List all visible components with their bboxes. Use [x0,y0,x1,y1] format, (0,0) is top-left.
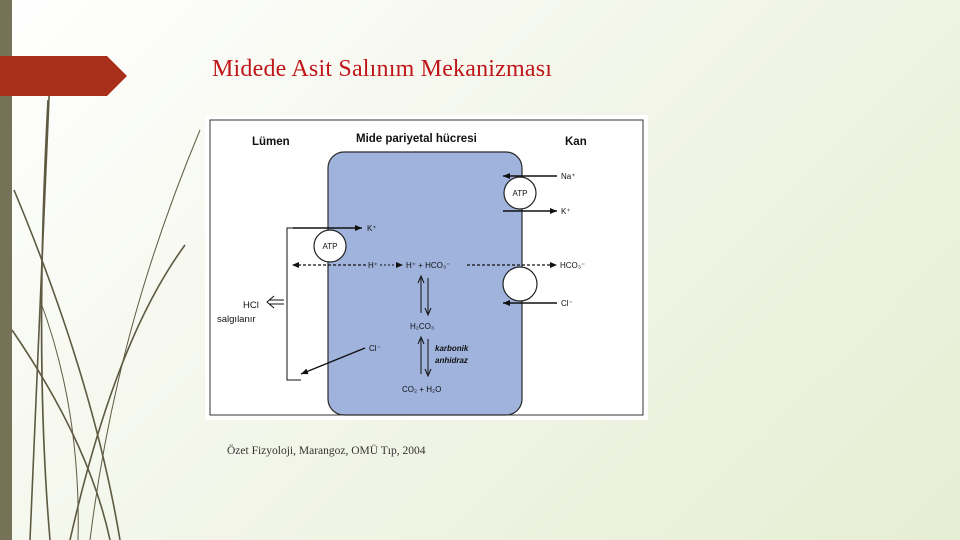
na-label: Na⁺ [561,172,575,181]
h-lumen-label: H⁺ [368,261,378,270]
figure-caption: Özet Fizyoloji, Marangoz, OMÜ Tıp, 2004 [227,445,425,457]
atp-label-left: ATP [323,242,338,251]
header-cell: Mide pariyetal hücresi [356,133,477,145]
k-lumen-label: K⁺ [367,224,377,233]
header-lumen: Lümen [252,136,290,148]
hcl-secreted-label: salgılanır [217,314,256,325]
enzyme-label-2: anhidraz [435,356,468,365]
header-blood: Kan [565,136,587,148]
slide-title: Midede Asit Salınım Mekanizması [212,56,552,83]
cl-blood-label: Cl⁻ [561,299,573,308]
co2-label: CO₂ + H₂O [402,385,441,394]
reaction-label: H⁺ + HCO₃⁻ [406,261,450,270]
h2co3-label: H₂CO₃ [410,322,434,331]
enzyme-label-1: karbonik [435,344,469,353]
hco3-blood-label: HCO₃⁻ [560,261,585,270]
exchanger [503,267,537,301]
cl-inner-label: Cl⁻ [369,344,381,353]
parietal-cell-diagram: Lümen Mide pariyetal hücresi Kan ATP Na⁺… [205,115,648,420]
parietal-cell [328,152,522,415]
title-marker-arrow [0,56,127,96]
atp-label-top: ATP [513,189,528,198]
k-blood-label: K⁺ [561,207,571,216]
hcl-label: HCl [243,300,259,311]
